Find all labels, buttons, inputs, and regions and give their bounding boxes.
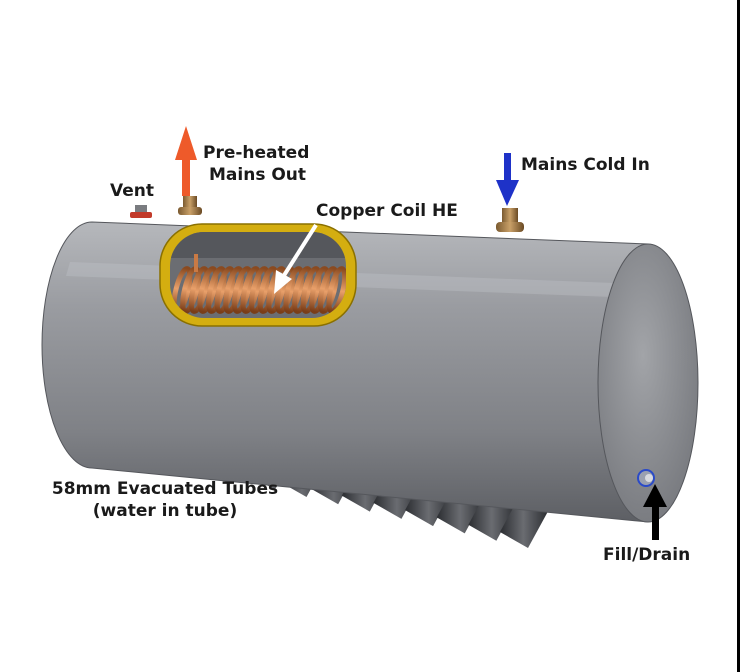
- cold-in-arrow: [496, 153, 519, 206]
- coil-loop: [266, 266, 287, 314]
- cutaway-window: [159, 223, 357, 327]
- vent-fitting: [130, 205, 152, 218]
- coil-loop: [197, 266, 219, 314]
- coil-loop: [188, 266, 210, 314]
- coil-loop: [300, 266, 322, 314]
- coil-loop: [249, 266, 270, 314]
- hot-out-arrow: [175, 126, 197, 196]
- coil-loop: [309, 266, 330, 314]
- tubes-label-line1: 58mm Evacuated Tubes: [51, 479, 279, 499]
- coil-loop: [292, 266, 313, 314]
- hot-outlet-fitting: [178, 196, 202, 215]
- copper-coil-label: Copper Coil HE: [316, 201, 458, 221]
- drain-fitting: [637, 469, 655, 487]
- copper-coil-pointer-arrow: [274, 223, 318, 294]
- cold-inlet-fitting: [496, 208, 524, 232]
- fill-drain-label: Fill/Drain: [603, 545, 691, 565]
- coil-loop: [231, 266, 253, 314]
- tubes-label-line2: (water in tube): [92, 501, 238, 521]
- vent-label: Vent: [110, 181, 154, 201]
- coil-loop: [257, 266, 279, 314]
- preheated-mains-out-label: Pre-heated Mains Out: [203, 142, 309, 186]
- coil-loop: [240, 266, 262, 314]
- coil-loop: [317, 266, 339, 314]
- coil-loop: [283, 266, 305, 314]
- coil-loop: [326, 266, 346, 314]
- preheated-label-line1: Pre-heated: [203, 143, 310, 163]
- preheated-label-line2: Mains Out: [209, 165, 307, 185]
- coil-loop: [206, 266, 227, 314]
- fill-drain-arrow: [643, 484, 667, 540]
- mains-cold-in-label: Mains Cold In: [521, 155, 650, 175]
- evacuated-tubes-label: 58mm Evacuated Tubes (water in tube): [30, 478, 300, 522]
- coil-loop: [214, 266, 236, 314]
- coil-loop: [223, 266, 244, 314]
- tank-end-cap: [597, 243, 699, 523]
- copper-coil: [171, 266, 346, 314]
